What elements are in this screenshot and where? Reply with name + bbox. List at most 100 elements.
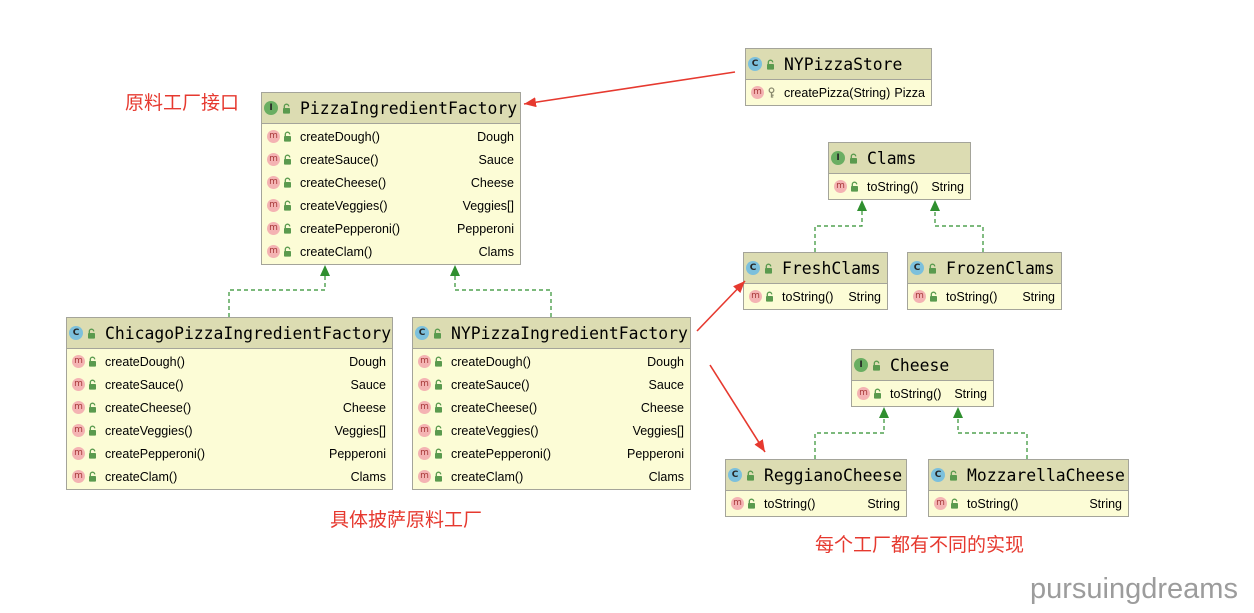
annotation-implementations-note: 每个工厂都有不同的实现 [815,534,1025,556]
dashed-line [957,418,1028,459]
lock-icon [434,425,443,436]
class-name: NYPizzaStore [784,54,903,74]
return-type: Clams [350,469,386,484]
method-icon: m [913,290,926,303]
lock-icon [283,223,292,234]
method-icon: m [418,378,431,391]
member-list: m toString() String [829,174,970,199]
method-name: createSauce() [105,377,184,392]
implements-edge-chicago-factory [228,265,330,317]
class-name: NYPizzaIngredientFactory [451,323,688,343]
return-type: Clams [478,244,514,259]
method-name: createPepperoni() [105,446,206,461]
implements-edge-ny-factory [450,265,552,317]
class-header: C ReggianoCheese [726,460,906,491]
return-type: Pizza [894,85,925,100]
method-icon: m [72,424,85,437]
annotation-arrow-store-to-interface [523,71,736,108]
lock-icon [747,498,756,509]
method-icon: m [267,222,280,235]
method-icon: m [72,447,85,460]
method-name: toString() [867,179,919,194]
lock-icon [849,153,858,164]
method-name: toString() [890,386,942,401]
method-name: createCheese() [451,400,538,415]
lock-icon [282,103,291,114]
method-icon: m [72,355,85,368]
method-icon: m [418,355,431,368]
method-name: createDough() [105,354,185,369]
lock-icon [434,379,443,390]
return-type: Sauce [350,377,386,392]
class-name: FrozenClams [946,258,1055,278]
method-name: createDough() [451,354,531,369]
implements-edge-frozen-clams [930,200,984,252]
method-icon: m [749,290,762,303]
return-type: String [931,179,964,194]
dashed-line [814,418,885,459]
lock-icon [88,448,97,459]
class-name: ReggianoCheese [764,465,903,485]
class-icon: C [931,468,945,482]
method-name: createClam() [451,469,524,484]
return-type: Cheese [342,400,386,415]
class-name: Cheese [890,355,950,375]
method-icon: m [418,401,431,414]
return-type: Clams [648,469,684,484]
lock-icon [949,470,958,481]
method-icon: m [857,387,870,400]
method-icon: m [834,180,847,193]
method-row[interactable]: m toString() String [829,175,970,198]
return-type: Cheese [470,175,514,190]
lock-icon [746,470,755,481]
annotation-interface-note: 原料工厂接口 [125,92,240,114]
interface-icon: I [854,358,868,372]
lock-icon [433,328,442,339]
implements-edge-reggiano-cheese [814,407,889,459]
class-header: I Clams [829,143,970,174]
class-header: C FrozenClams [908,253,1061,284]
lock-icon [88,356,97,367]
key-icon [767,87,776,98]
class-node-clams[interactable]: I Clams m toString() String [828,142,971,200]
implements-edge-fresh-clams [814,200,867,252]
